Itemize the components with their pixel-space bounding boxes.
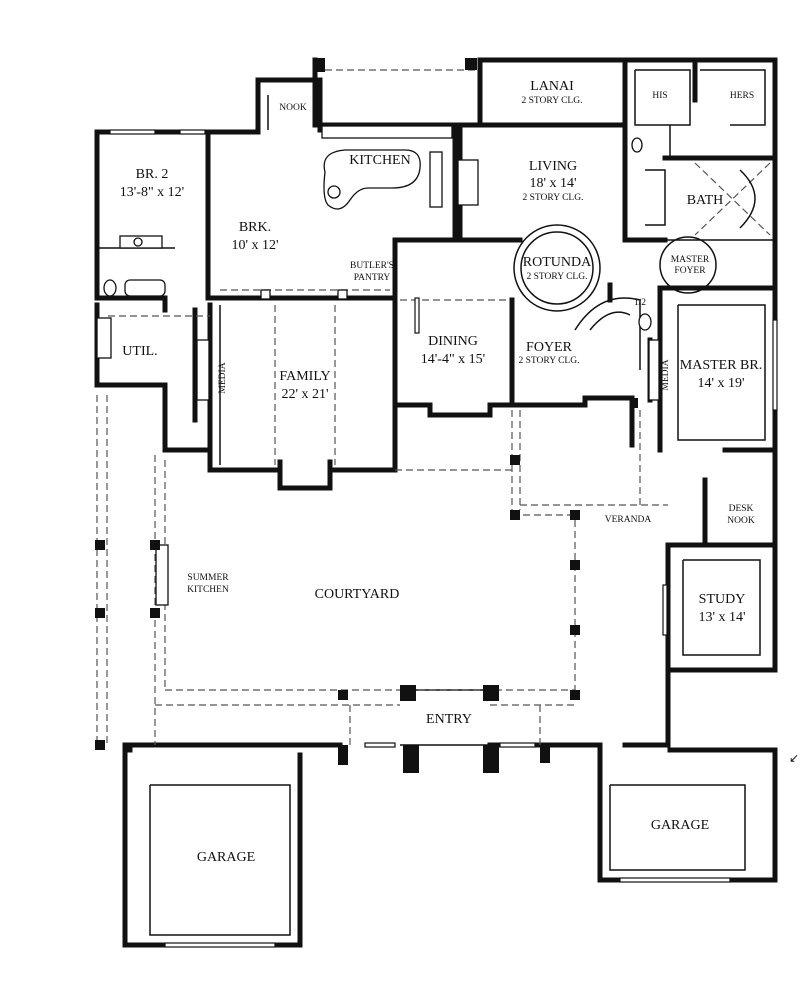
room-label-lanai: LANAI (530, 79, 574, 94)
window-icon (179, 129, 206, 135)
room-label-media-left: MEDIA (218, 362, 228, 393)
room-label-util: UTIL. (122, 344, 157, 359)
room-label-nook: NOOK (279, 103, 307, 113)
room-label-his: HIS (652, 91, 667, 101)
room-label-foyer: FOYER (526, 340, 573, 355)
room-label-garage-left: GARAGE (197, 850, 255, 865)
toilet-icon (103, 279, 117, 297)
room-label-brk: BRK. (239, 220, 271, 235)
room-size-living: 18' x 14' (529, 176, 576, 191)
room-size-family: 22' x 21' (281, 387, 328, 402)
room-label-desk-nook-2: NOOK (727, 516, 755, 526)
room-size-dining: 14'-4" x 15' (421, 352, 485, 367)
column-icon (260, 289, 271, 300)
room-label-hers: HERS (730, 91, 754, 101)
room-size-brk: 10' x 12' (231, 238, 278, 253)
room-label-half-bath: 1/2 (634, 298, 646, 308)
room-label-master-foyer-2: FOYER (674, 266, 706, 276)
room-label-study: STUDY (699, 592, 746, 607)
rotunda-outline (513, 224, 601, 312)
room-note-rotunda: 2 STORY CLG. (527, 272, 588, 282)
window-icon (364, 742, 396, 748)
room-labels: LANAI 2 STORY CLG. NOOK HIS HERS BR. 2 1… (120, 79, 799, 865)
column-icon (337, 289, 348, 300)
north-arrow-icon: ↙ (789, 751, 799, 765)
window-icon (772, 319, 778, 411)
kitchen-island-icon (323, 149, 421, 210)
room-label-dining: DINING (428, 334, 478, 349)
bathtub-icon (124, 279, 166, 297)
media-cabinet-icon (648, 339, 660, 401)
shower-icon (645, 169, 666, 226)
room-label-summer-kitchen-2: KITCHEN (187, 585, 229, 595)
room-label-bath: BATH (687, 193, 724, 208)
room-label-master-foyer-1: MASTER (671, 255, 710, 265)
room-size-br2: 13'-8" x 12' (120, 185, 184, 200)
room-label-br2: BR. 2 (136, 167, 169, 182)
room-label-butlers-pantry-2: PANTRY (354, 273, 391, 283)
room-label-veranda: VERANDA (605, 515, 652, 525)
room-label-butlers-pantry-1: BUTLER'S (350, 261, 394, 271)
room-label-desk-nook-1: DESK (729, 504, 754, 514)
room-note-foyer: 2 STORY CLG. (519, 356, 580, 366)
window-icon (414, 297, 420, 334)
window-icon (164, 942, 276, 948)
curved-forms (513, 169, 756, 312)
room-note-lanai: 2 STORY CLG. (522, 96, 583, 106)
washer-icon (96, 317, 112, 359)
window-icon (109, 129, 156, 135)
media-cabinet-icon (196, 339, 210, 401)
room-label-summer-kitchen-1: SUMMER (187, 573, 229, 583)
room-label-garage-right: GARAGE (651, 818, 709, 833)
room-size-study: 13' x 14' (698, 610, 745, 625)
fixtures (96, 125, 778, 948)
columns (95, 58, 638, 773)
room-label-master-br: MASTER BR. (680, 358, 762, 373)
counter-icon (429, 151, 443, 208)
window-icon (619, 877, 731, 883)
room-label-kitchen: KITCHEN (349, 153, 410, 168)
room-label-living: LIVING (529, 159, 577, 174)
room-label-family: FAMILY (279, 369, 330, 384)
walls (94, 57, 778, 948)
room-note-living: 2 STORY CLG. (523, 193, 584, 203)
sink-icon (327, 185, 341, 199)
room-label-entry: ENTRY (426, 712, 472, 727)
master-foyer-outline (659, 236, 717, 294)
toilet-icon (638, 313, 652, 331)
window-icon (499, 742, 536, 748)
fireplace-icon (457, 159, 479, 206)
grill-icon (155, 544, 169, 606)
window-icon (662, 584, 668, 636)
room-size-master-br: 14' x 19' (697, 376, 744, 391)
room-label-courtyard: COURTYARD (315, 587, 400, 602)
tub-icon (739, 169, 756, 229)
room-label-media-right: MEDIA (661, 359, 671, 390)
toilet-icon (631, 137, 643, 153)
room-label-rotunda: ROTUNDA (523, 255, 592, 270)
